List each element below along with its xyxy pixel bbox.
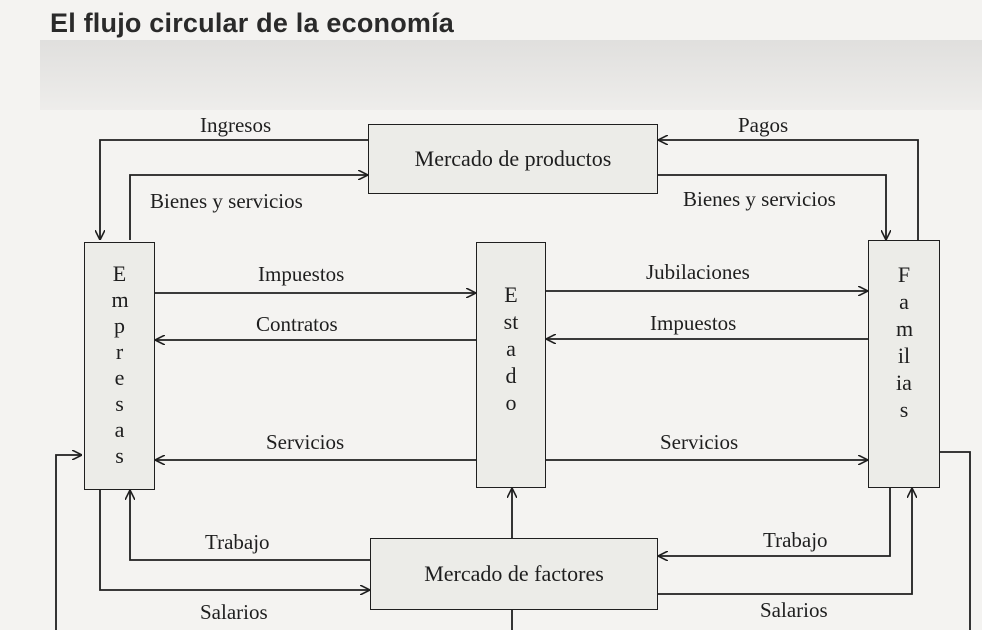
label-impuestos-right: Impuestos (650, 311, 737, 335)
arrow-trabajo-right (658, 488, 891, 556)
label-trabajo-left: Trabajo (205, 530, 270, 554)
arrow-salarios-right (658, 488, 912, 595)
arrow-pagos (658, 140, 919, 240)
label-salarios-left: Salarios (200, 600, 268, 624)
node-estado-label: Estado (503, 282, 519, 415)
print-bleed-through (40, 40, 982, 110)
label-bienes-servicios-left: Bienes y servicios (150, 189, 303, 213)
label-servicios-right: Servicios (660, 430, 739, 454)
label-ingresos: Ingresos (200, 113, 272, 137)
arrow-bienes-servicios-left (129, 175, 368, 240)
node-familias: Familias (868, 240, 940, 488)
node-estado: Estado (476, 242, 546, 488)
node-familias-label: Familias (896, 262, 914, 422)
node-empresas-label: Empresas (111, 261, 129, 468)
label-bienes-servicios-right: Bienes y servicios (683, 187, 836, 211)
label-salarios-right: Salarios (760, 598, 828, 622)
node-mercado-productos-label: Mercado de productos (414, 146, 612, 171)
page-title: El flujo circular de la economía (50, 8, 455, 38)
arrow-bienes-servicios-right (658, 174, 886, 240)
label-impuestos-left: Impuestos (258, 262, 345, 286)
arrow-salarios-left (99, 490, 370, 590)
node-mercado-productos: Mercado de productos (368, 124, 658, 194)
label-trabajo-right: Trabajo (763, 528, 828, 552)
node-mercado-factores: Mercado de factores (370, 538, 658, 610)
label-pagos: Pagos (738, 113, 789, 137)
node-mercado-factores-label: Mercado de factores (424, 561, 604, 586)
label-jubilaciones: Jubilaciones (646, 260, 750, 284)
label-servicios-left: Servicios (266, 430, 345, 454)
label-contratos: Contratos (256, 312, 338, 336)
arrow-outer-left (55, 455, 82, 630)
line-outer-right (940, 451, 971, 630)
arrow-ingresos (100, 139, 368, 240)
node-empresas: Empresas (84, 242, 155, 490)
arrow-trabajo-left (130, 490, 370, 561)
